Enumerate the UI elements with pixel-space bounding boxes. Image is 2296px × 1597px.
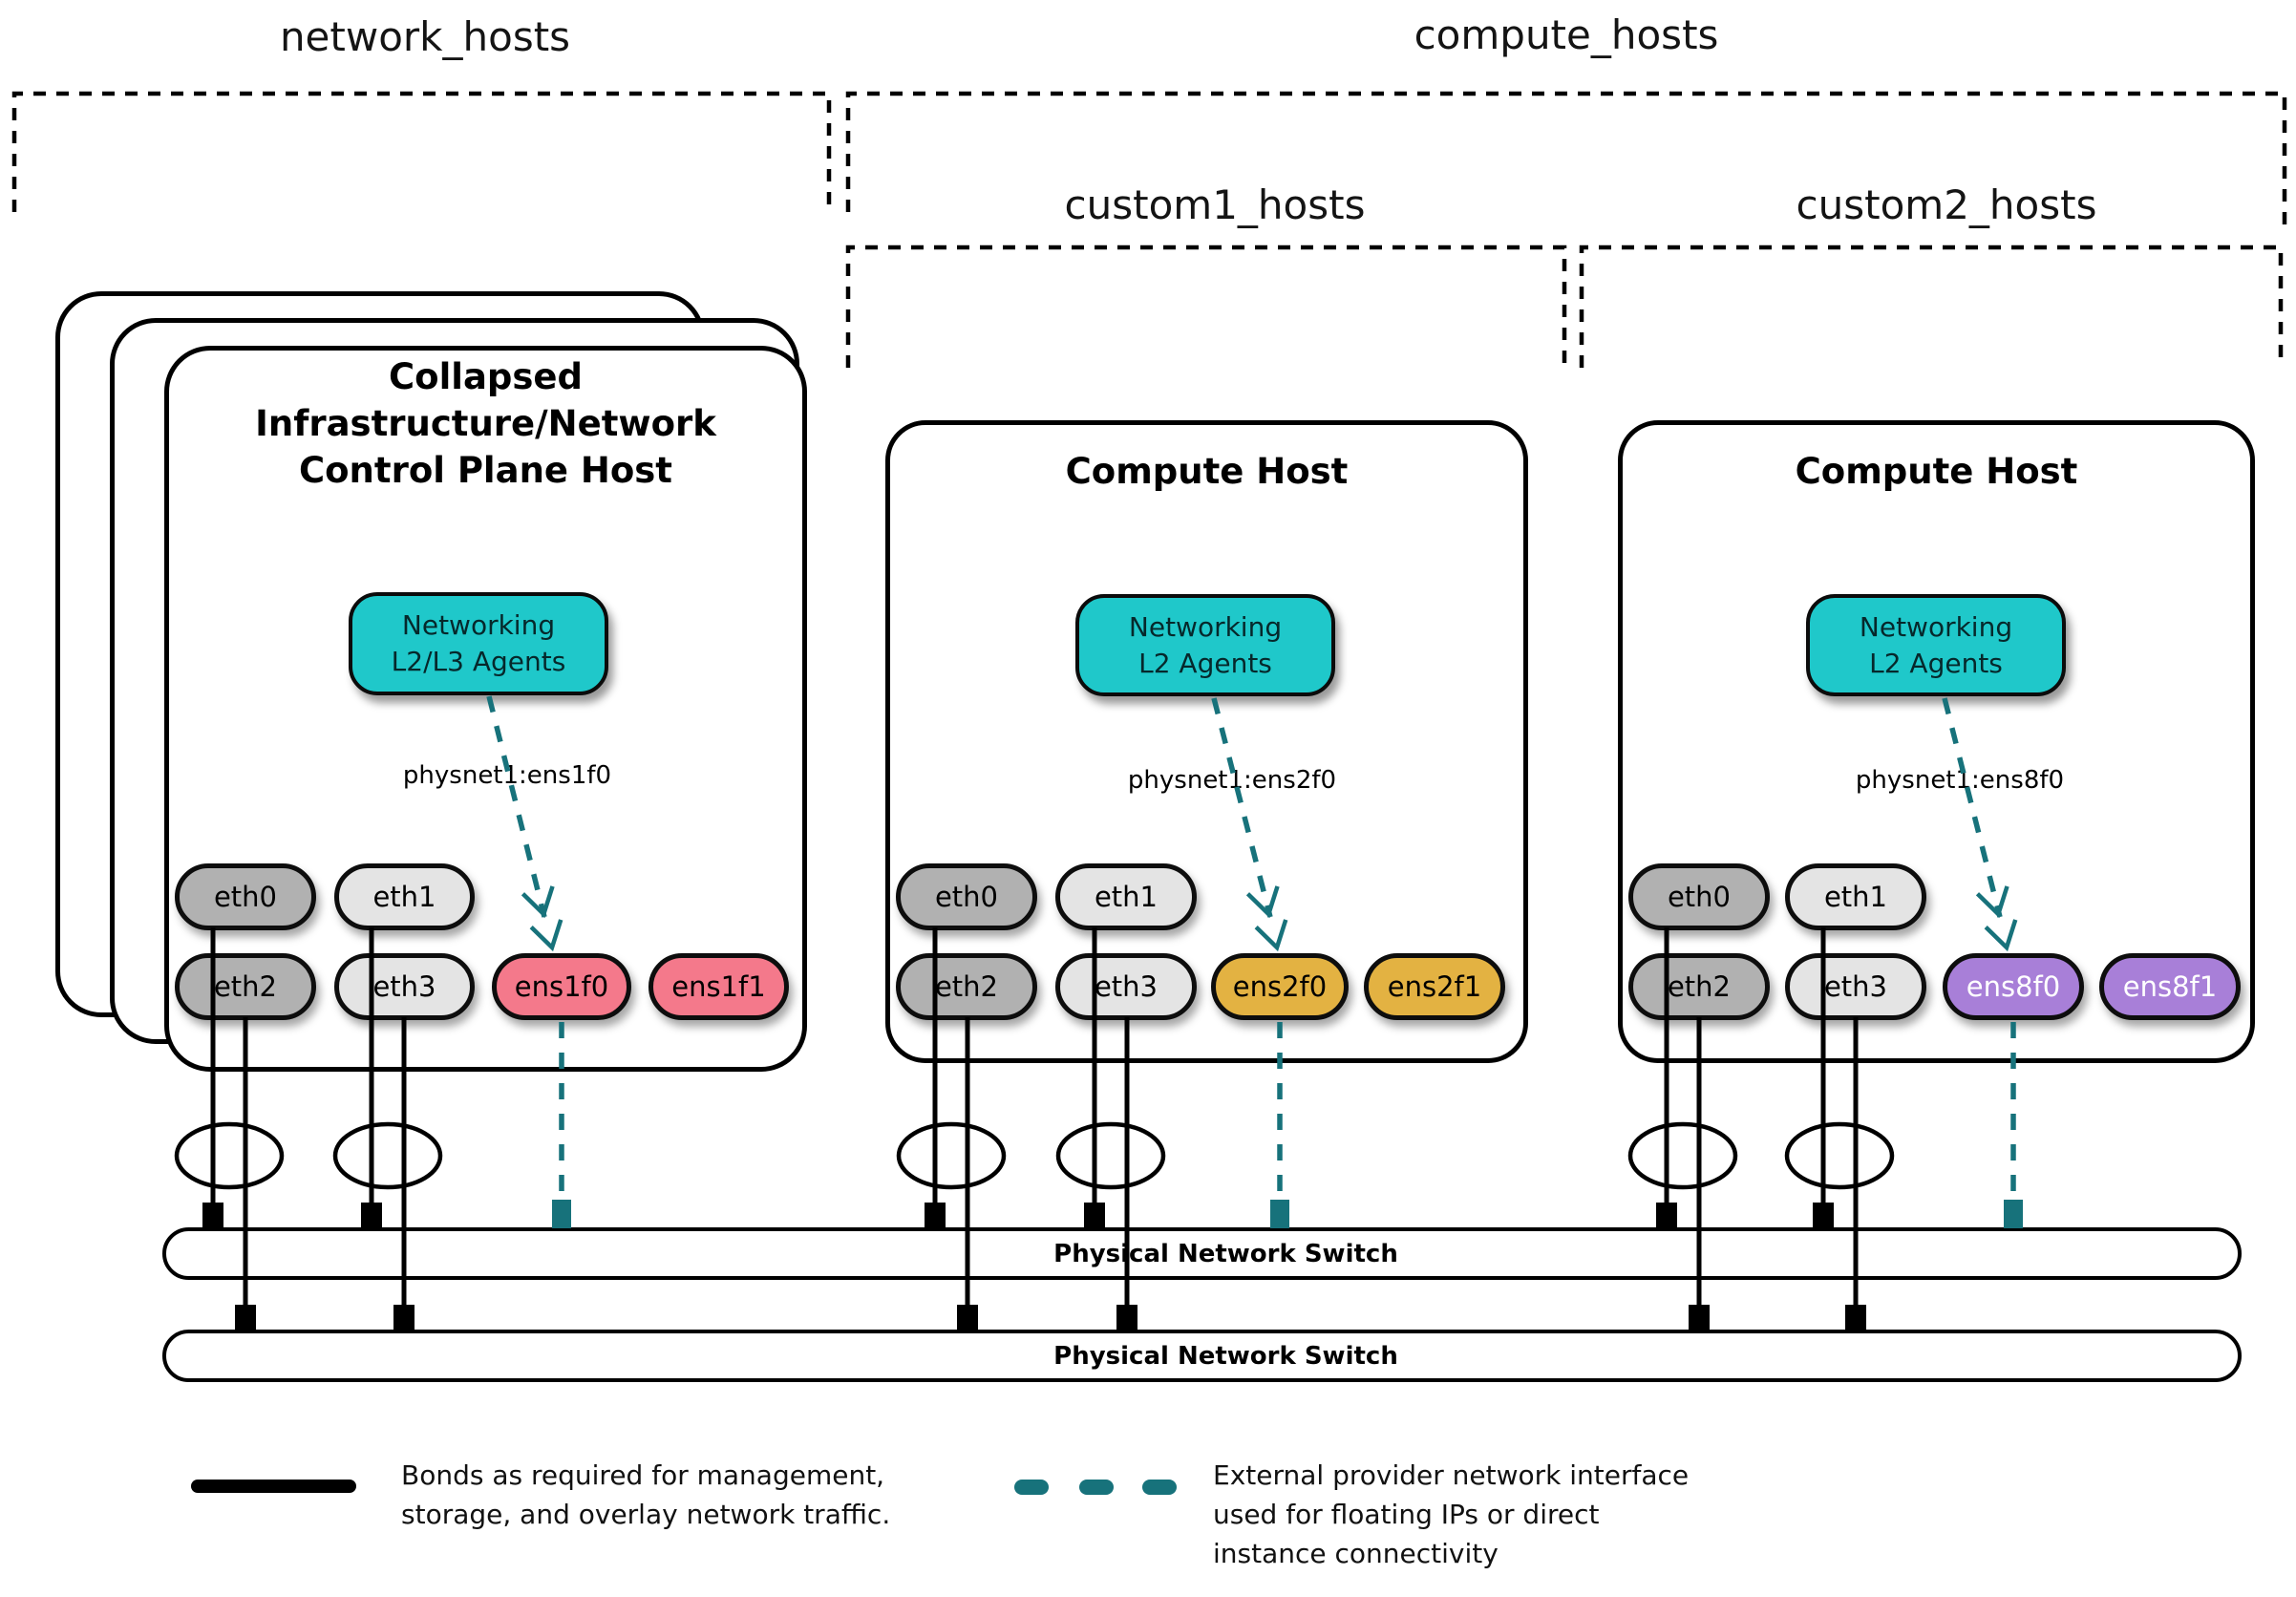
control-plane-host-box	[164, 346, 807, 1072]
legend-provider-dash-swatch	[1014, 1480, 1049, 1495]
interface-pill-eth2: eth2	[175, 953, 316, 1020]
interface-pill-eth1: eth1	[1055, 863, 1197, 930]
interface-pill-eth3: eth3	[1055, 953, 1197, 1020]
interface-pill-eth0: eth0	[175, 863, 316, 930]
agent-line: L2 Agents	[1138, 647, 1272, 679]
group-label-custom1-hosts: custom1_hosts	[1064, 181, 1366, 228]
interface-pill-eth1: eth1	[1785, 863, 1926, 930]
switch-connector-square	[235, 1305, 256, 1331]
interface-pill-eth2: eth2	[1628, 953, 1770, 1020]
title-line: Compute Host	[1065, 451, 1349, 492]
switch-connector-square	[202, 1203, 223, 1228]
networking-l2-agents-box-2: Networking L2 Agents	[1806, 594, 2066, 696]
switch-connector-square	[1084, 1203, 1105, 1228]
custom1-hosts-bracket	[845, 245, 1567, 368]
legend-line: instance connectivity	[1213, 1538, 1499, 1569]
bond-ellipse	[896, 1121, 1007, 1190]
compute-host2-title: Compute Host	[1618, 448, 2255, 495]
agent-line: Networking	[1859, 610, 2013, 643]
bond-ellipse	[332, 1121, 443, 1190]
bond-ellipse	[1055, 1121, 1166, 1190]
switch-connector-square	[925, 1203, 946, 1228]
bond-ellipse	[1627, 1121, 1738, 1190]
switch-connector-square	[361, 1203, 382, 1228]
interface-pill-eth2: eth2	[896, 953, 1037, 1020]
bond-ellipse	[1784, 1121, 1895, 1190]
switch-connector-square	[393, 1305, 415, 1331]
legend-line: used for floating IPs or direct	[1213, 1499, 1600, 1530]
interface-pill-ens2f0: ens2f0	[1211, 953, 1349, 1020]
title-line: Control Plane Host	[298, 450, 672, 491]
control-plane-host-title: Collapsed Infrastructure/Network Control…	[174, 353, 797, 494]
switch-connector-square	[1845, 1305, 1866, 1331]
network-hosts-bracket	[11, 91, 832, 212]
networking-l2-l3-agents-box: Networking L2/L3 Agents	[349, 592, 608, 695]
interface-pill-eth0: eth0	[896, 863, 1037, 930]
group-label-network-hosts: network_hosts	[279, 13, 571, 60]
networking-l2-agents-box-1: Networking L2 Agents	[1075, 594, 1335, 696]
interface-pill-ens1f1: ens1f1	[648, 953, 789, 1020]
physnet-label: physnet1:ens8f0	[1855, 766, 2065, 795]
switch-connector-square	[1656, 1203, 1677, 1228]
agent-line: L2 Agents	[1869, 647, 2003, 679]
interface-pill-ens8f0: ens8f0	[1943, 953, 2084, 1020]
legend-bond-line-swatch	[191, 1480, 356, 1493]
bond-ellipse	[174, 1121, 285, 1190]
legend-provider-dash-swatch	[1079, 1480, 1114, 1495]
group-label-compute-hosts: compute_hosts	[1414, 11, 1719, 58]
switch-connector-square	[1116, 1305, 1137, 1331]
group-label-custom2-hosts: custom2_hosts	[1796, 181, 2097, 228]
title-line: Compute Host	[1795, 451, 2078, 492]
provider-connector-square	[1270, 1200, 1289, 1228]
physnet-label: physnet1:ens2f0	[1127, 766, 1337, 795]
interface-pill-eth3: eth3	[334, 953, 475, 1020]
interface-pill-ens2f1: ens2f1	[1364, 953, 1505, 1020]
interface-pill-eth3: eth3	[1785, 953, 1926, 1020]
legend-line: storage, and overlay network traffic.	[401, 1499, 891, 1530]
interface-pill-ens8f1: ens8f1	[2099, 953, 2241, 1020]
switch-connector-square	[957, 1305, 978, 1331]
legend-bond-text: Bonds as required for management, storag…	[401, 1456, 890, 1534]
legend-provider-text: External provider network interface used…	[1213, 1456, 1689, 1573]
title-line: Collapsed	[389, 356, 583, 397]
custom2-hosts-bracket	[1579, 245, 2284, 368]
interface-pill-eth1: eth1	[334, 863, 475, 930]
physical-network-switch-1: Physical Network Switch	[162, 1227, 2242, 1280]
legend-provider-dash-swatch	[1142, 1480, 1177, 1495]
provider-connector-square	[2004, 1200, 2023, 1228]
physical-network-switch-2: Physical Network Switch	[162, 1330, 2242, 1382]
switch-connector-square	[1813, 1203, 1834, 1228]
interface-pill-ens1f0: ens1f0	[492, 953, 631, 1020]
provider-connector-square	[552, 1200, 571, 1228]
switch-connector-square	[1689, 1305, 1710, 1331]
compute-host1-title: Compute Host	[885, 448, 1528, 495]
agent-line: L2/L3 Agents	[391, 646, 566, 677]
title-line: Infrastructure/Network	[255, 403, 716, 444]
physnet-label: physnet1:ens1f0	[402, 761, 612, 790]
agent-line: Networking	[1128, 610, 1283, 643]
agent-line: Networking	[401, 609, 556, 641]
legend-line: External provider network interface	[1213, 1459, 1690, 1491]
interface-pill-eth0: eth0	[1628, 863, 1770, 930]
legend-line: Bonds as required for management,	[401, 1459, 885, 1491]
